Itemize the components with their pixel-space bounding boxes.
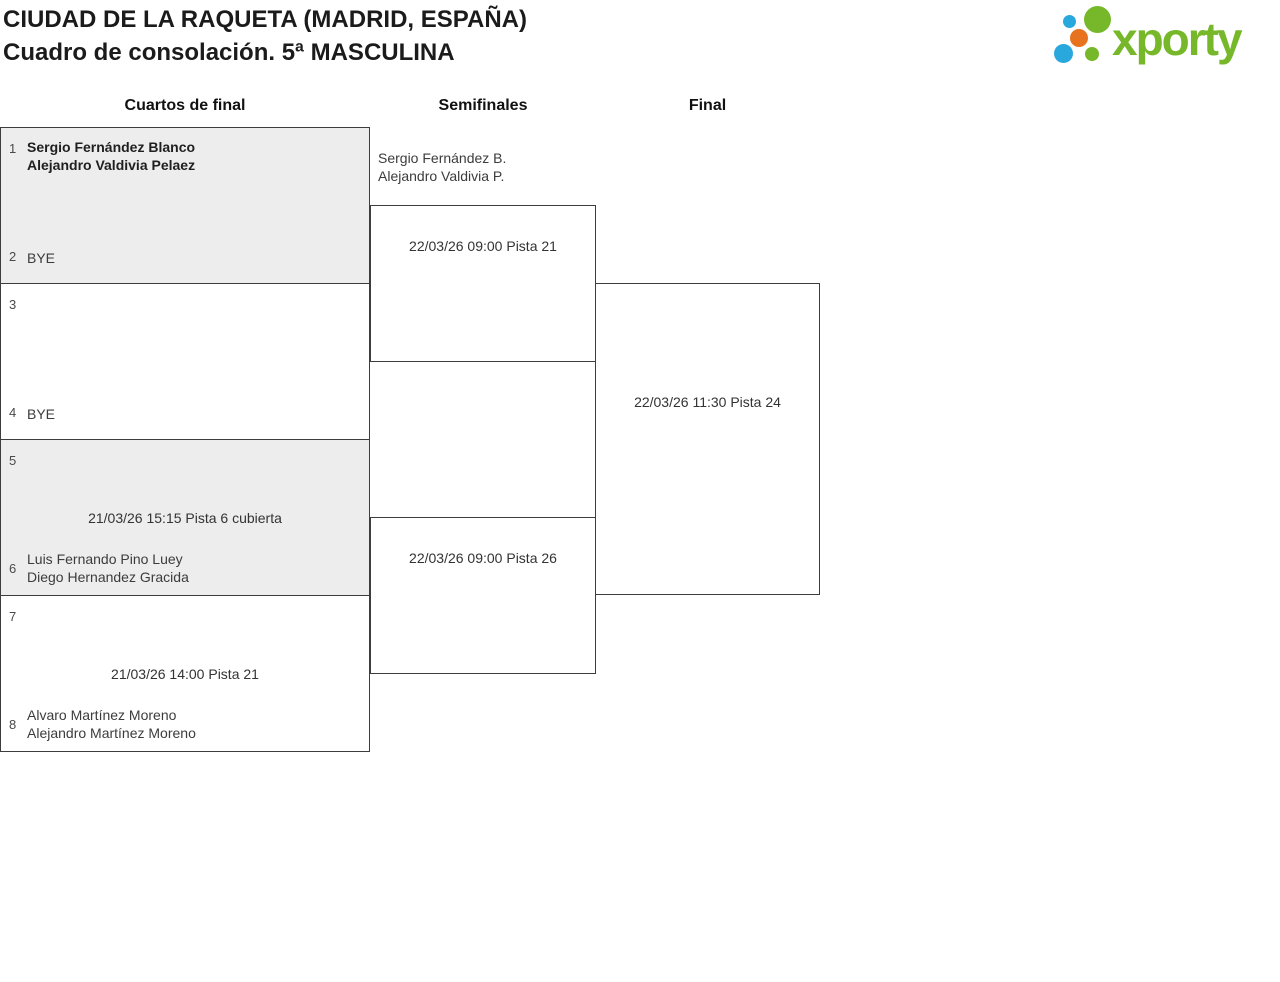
team-bye: BYE <box>27 406 56 422</box>
player-name: Alejandro Valdivia P. <box>378 168 505 184</box>
match-schedule: 22/03/26 09:00 Pista 21 <box>409 238 557 254</box>
match-box-qf3: 5 21/03/26 15:15 Pista 6 cubierta 6 Luis… <box>0 439 370 596</box>
player-name: Luis Fernando Pino Luey <box>27 551 183 567</box>
match-schedule: 21/03/26 15:15 Pista 6 cubierta <box>88 510 282 526</box>
seed-number: 5 <box>9 453 17 468</box>
seed-number: 2 <box>9 249 17 264</box>
team-bye: BYE <box>27 250 56 266</box>
match-schedule: 21/03/26 14:00 Pista 21 <box>111 666 259 682</box>
player-name: Alvaro Martínez Moreno <box>27 707 177 723</box>
player-name: Sergio Fernández B. <box>378 150 507 166</box>
player-name: Diego Hernandez Gracida <box>27 569 189 585</box>
seed-number: 8 <box>9 717 17 732</box>
team-pair: Alvaro Martínez Moreno Alejandro Martíne… <box>27 706 363 742</box>
match-box-qf4: 7 21/03/26 14:00 Pista 21 8 Alvaro Martí… <box>0 595 370 752</box>
round-header-final: Final <box>688 97 727 114</box>
logo-wordmark: xporty <box>1112 13 1243 65</box>
logo-dot-blue-small-icon <box>1063 15 1076 28</box>
page-title: CIUDAD DE LA RAQUETA (MADRID, ESPAÑA) Cu… <box>3 3 527 69</box>
match-box-final: 22/03/26 11:30 Pista 24 <box>595 283 820 595</box>
match-box-qf2: 3 4 BYE <box>0 283 370 440</box>
match-schedule: 22/03/26 11:30 Pista 24 <box>634 394 781 410</box>
logo-dot-green-small-icon <box>1085 47 1099 61</box>
logo-dot-green-big-icon <box>1084 6 1111 33</box>
round-header-quarterfinals: Cuartos de final <box>124 97 246 114</box>
round-header-semifinals: Semifinales <box>438 97 528 114</box>
seed-number: 6 <box>9 561 17 576</box>
player-name: Sergio Fernández Blanco <box>27 139 196 155</box>
match-schedule: 22/03/26 09:00 Pista 26 <box>409 550 557 566</box>
player-name: Alejandro Martínez Moreno <box>27 725 196 741</box>
player-name: Alejandro Valdivia Pelaez <box>27 157 196 173</box>
seed-number: 7 <box>9 609 17 624</box>
match-box-sf1: Sergio Fernández B. Alejandro Valdivia P… <box>370 150 596 362</box>
match-box-sf2: 22/03/26 09:00 Pista 26 <box>370 517 596 674</box>
team-pair: Sergio Fernández Blanco Alejandro Valdiv… <box>27 138 363 174</box>
team-pair: Luis Fernando Pino Luey Diego Hernandez … <box>27 550 363 586</box>
bracket-subtitle: Cuadro de consolación. 5ª MASCULINA <box>3 39 455 66</box>
seed-number: 4 <box>9 405 17 420</box>
tournament-name: CIUDAD DE LA RAQUETA (MADRID, ESPAÑA) <box>3 6 527 33</box>
xporty-logo[interactable]: xporty <box>1048 0 1273 72</box>
match-box-qf1: 1 Sergio Fernández Blanco Alejandro Vald… <box>0 127 370 284</box>
advancing-team: Sergio Fernández B. Alejandro Valdivia P… <box>378 149 593 185</box>
logo-dot-orange-icon <box>1070 29 1088 47</box>
logo-dot-blue-big-icon <box>1054 44 1073 63</box>
seed-number: 1 <box>9 141 17 156</box>
seed-number: 3 <box>9 297 17 312</box>
